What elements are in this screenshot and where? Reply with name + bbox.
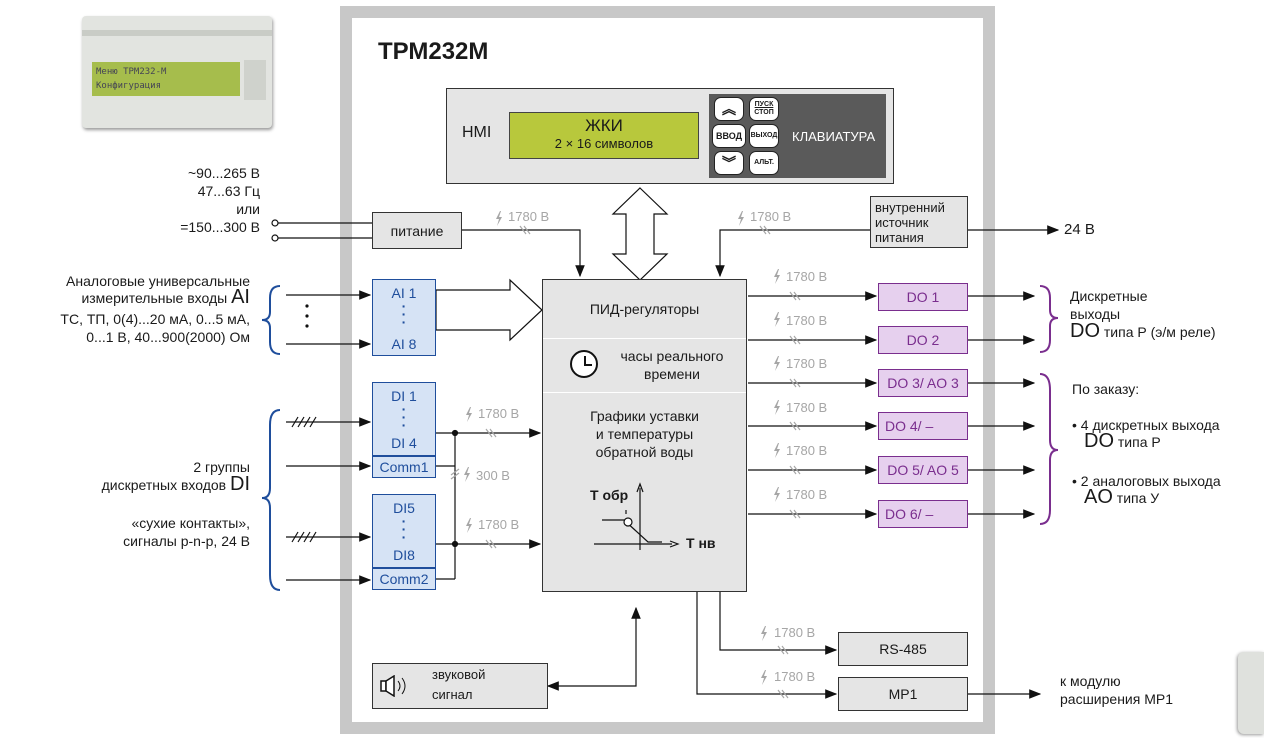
comm2-box: Comm2	[372, 568, 436, 590]
mp1-desc-2: расширения МР1	[1060, 690, 1173, 708]
iso-out6: 1780 В	[786, 486, 827, 504]
ai-desc-2: измерительные входы AI	[0, 288, 250, 307]
do-desc-3: DO типа Р (э/м реле)	[1070, 322, 1216, 341]
iso-supply: 1780 В	[750, 208, 791, 226]
output-do3: DO 3/ AO 3	[878, 369, 968, 397]
di-desc-4: сигналы p-n-p, 24 В	[0, 532, 250, 550]
internal-supply-l3: питания	[875, 230, 924, 245]
pid-label: ПИД-регуляторы	[542, 300, 747, 318]
di-group1-bottom: DI 4	[372, 434, 436, 452]
do-desc-1: Дискретные	[1070, 287, 1148, 305]
internal-supply-box: внутренний источник питания	[870, 196, 968, 248]
mp1-box: МР1	[838, 677, 968, 711]
ai-desc-3: ТС, ТП, 0(4)...20 мА, 0...5 мА,	[0, 310, 250, 328]
internal-supply-l1: внутренний	[875, 200, 945, 215]
output-do4: DO 4/ –	[878, 412, 968, 440]
di-group2-bottom: DI8	[372, 546, 436, 564]
option1-line2: DO типа Р	[1084, 432, 1161, 451]
di-desc-2: дискретных входов DI	[0, 475, 250, 494]
iso-di2: 1780 В	[478, 516, 519, 534]
power-line-1: ~90...265 В	[120, 164, 260, 182]
power-line-4: =150...300 В	[120, 218, 260, 236]
graph-axis-x: Т нв	[686, 534, 716, 552]
graph-label-3: обратной воды	[542, 443, 747, 461]
sound-label-2: сигнал	[432, 686, 473, 704]
di-group2-dots: ···	[372, 517, 436, 541]
power-box: питание	[372, 212, 462, 249]
output-do2: DO 2	[878, 326, 968, 354]
iso-di1: 1780 В	[478, 405, 519, 423]
rs485-box: RS-485	[838, 632, 968, 666]
mp1-desc-1: к модулю	[1060, 672, 1121, 690]
iso-power: 1780 В	[508, 208, 549, 226]
comm1-box: Comm1	[372, 456, 436, 478]
output-do1: DO 1	[878, 283, 968, 311]
di-desc-1: 2 группы	[0, 458, 250, 476]
iso-mp1: 1780 В	[774, 668, 815, 686]
graph-label-2: и температуры	[542, 425, 747, 443]
ai-desc-4: 0...1 В, 40...900(2000) Ом	[0, 328, 250, 346]
power-line-2: 47...63 Гц	[120, 182, 260, 200]
graph-label-1: Графики уставки	[542, 407, 747, 425]
iso-di-between: 300 В	[476, 467, 510, 485]
power-line-3: или	[120, 200, 260, 218]
iso-out4: 1780 В	[786, 399, 827, 417]
ai-box-dots: ···	[372, 302, 436, 326]
graph-axis-y: Т обр	[590, 486, 628, 504]
output-do6: DO 6/ –	[878, 500, 968, 528]
ai-box-bottom: AI 8	[372, 335, 436, 353]
sound-label-1: звуковой	[432, 666, 485, 684]
clock-label-1: часы реального	[602, 347, 742, 365]
speaker-icon	[380, 675, 404, 697]
iso-out2: 1780 В	[786, 312, 827, 330]
di-desc-3: «сухие контакты»,	[0, 514, 250, 532]
iso-rs485: 1780 В	[774, 624, 815, 642]
output-do5: DO 5/ AO 5	[878, 456, 968, 484]
order-label: По заказу:	[1072, 380, 1139, 398]
di-group1-dots: ···	[372, 405, 436, 429]
clock-label-2: времени	[602, 365, 742, 383]
clock-icon	[570, 350, 598, 378]
iso-out1: 1780 В	[786, 268, 827, 286]
internal-supply-l2: источник	[875, 215, 928, 230]
option2-line2: AO типа У	[1084, 488, 1159, 507]
iso-out3: 1780 В	[786, 355, 827, 373]
supply-output-label: 24 В	[1064, 221, 1095, 239]
iso-out5: 1780 В	[786, 442, 827, 460]
